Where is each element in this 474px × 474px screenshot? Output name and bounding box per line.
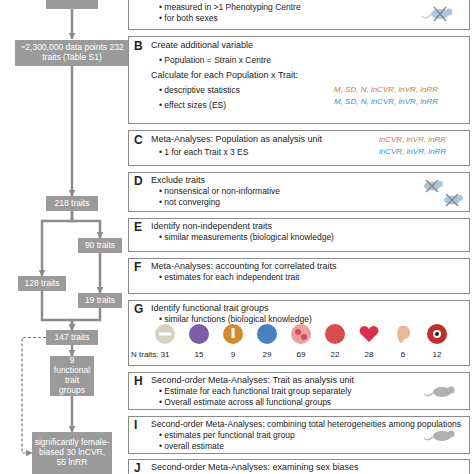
box-text: 90 traits: [85, 241, 115, 251]
step-bullet: • estimates per functional trait group: [159, 431, 295, 440]
axis-caption: N traits:: [131, 350, 159, 359]
box-text: 147 traits: [55, 333, 90, 343]
cut-off-box: [46, 0, 98, 9]
count-box: 9 functional trait groups: [50, 356, 94, 396]
flow-arrow: [72, 308, 100, 330]
box-text: ~2,300,000 data points 232 traits (Table…: [17, 43, 127, 63]
step-heading: Exclude traits: [151, 176, 205, 186]
step-box: E Identify non-independent traits• simila…: [128, 218, 470, 252]
step-letter: G: [134, 303, 143, 315]
step-bullet: • similar measurements (biological knowl…: [159, 233, 334, 242]
step-heading: Identify non-independent traits: [151, 222, 272, 232]
step-box: • measured in >1 Phenotyping Centre • for…: [128, 0, 470, 30]
effect-size-list: lnCVR, lnVR, lnRR: [379, 136, 446, 145]
step-letter: D: [134, 175, 143, 187]
count-box: 147 traits: [46, 330, 98, 345]
blood-icon: [257, 324, 277, 344]
step-letter: F: [134, 261, 141, 273]
step-bullet: • for both sexes: [159, 14, 218, 23]
step-heading: Meta-Analyses: Population as analysis un…: [151, 135, 322, 145]
cells-icon: [291, 324, 311, 344]
trait-count: 9: [231, 350, 235, 359]
trait-count: 22: [331, 350, 340, 359]
flow-arrow: [72, 211, 100, 238]
step-bullet: • not converging: [159, 198, 220, 207]
box-text: 9 functional trait groups: [52, 356, 92, 395]
step-bullet: • Population = Strain x Centre: [159, 56, 271, 65]
mouse-icon: [444, 194, 463, 206]
step-heading: Second-order Meta-Analyses: combining to…: [151, 420, 461, 429]
trait-count: 69: [297, 350, 306, 359]
step-letter: J: [134, 462, 141, 474]
trait-count: 28: [365, 350, 374, 359]
count-box: 218 traits: [46, 196, 98, 211]
step-box: F Meta-Analyses: accounting for correlate…: [128, 258, 470, 294]
trait-count: 29: [263, 350, 272, 359]
step-bullet: • effect sizes (ES): [159, 101, 226, 110]
step-letter: C: [134, 134, 143, 146]
flow-arrow: [71, 396, 74, 432]
step-bullet: • nonsensical or non-informative: [159, 187, 280, 196]
step-heading: Identify functional trait groups: [151, 304, 269, 314]
count-box: significantly female-biased 30 lnCVR, 55…: [32, 432, 112, 474]
box-text: significantly female-biased 30 lnCVR, 55…: [34, 438, 110, 467]
step-heading: Second-order Meta-Analyses: examining se…: [151, 463, 359, 473]
effect-size-list: M, SD, N, lnCVR, lnVR, lnRR: [334, 86, 438, 95]
microscope-icon: [223, 324, 243, 344]
step-heading: Second-order Meta-Analyses: Trait as ana…: [151, 376, 354, 386]
step-letter: H: [134, 375, 143, 387]
step-letter: E: [134, 221, 142, 233]
flow-arrow: [71, 345, 74, 356]
mouse-icon: [424, 387, 455, 398]
trait-count: 6: [401, 350, 405, 359]
organ-icon: [189, 324, 209, 344]
effect-size-list: M, SD, N, lnCVR, lnVR, lnRR: [334, 98, 438, 107]
step-letter: I: [134, 419, 137, 431]
flow-arrow: [99, 253, 102, 293]
step-box: J Second-order Meta-Analyses: examining s…: [128, 459, 470, 474]
flow-arrow: [71, 9, 74, 39]
ear-icon: [397, 326, 410, 343]
step-bullet: • Overall estimate across all functional…: [159, 398, 331, 407]
eye-icon: [427, 324, 447, 344]
step-box: I Second-order Meta-Analyses: combining t…: [128, 416, 470, 454]
step-bullet: • 1 for each Trait x 3 ES: [159, 148, 248, 157]
count-box: ~2,300,000 data points 232 traits (Table…: [15, 40, 129, 66]
trait-count: 15: [195, 350, 204, 359]
step-bullet: • overall estimate: [159, 442, 224, 451]
count-box: 90 traits: [78, 238, 122, 253]
step-bullet: • estimates for each independent trait: [159, 273, 299, 282]
mouse-icon: [424, 431, 455, 442]
step-bullet: • measured in >1 Phenotyping Centre: [159, 3, 301, 12]
step-letter: B: [134, 40, 143, 52]
step-box: D Exclude traits• nonsensical or non-info…: [128, 172, 470, 212]
box-text: 218 traits: [55, 199, 90, 209]
step-heading: Create additional variable: [151, 41, 253, 51]
cells-icon: [325, 324, 345, 344]
dashed-connector: [22, 338, 46, 454]
heart-icon: [360, 326, 379, 342]
bone-icon: [155, 324, 175, 344]
effect-size-list: lnCVR, lnVR, lnRR: [379, 148, 446, 157]
flow-arrow: [42, 211, 72, 276]
count-box: 128 traits: [18, 276, 66, 291]
mouse-icon: [422, 7, 453, 21]
flow-arrow: [71, 66, 74, 196]
step-box: C Meta-Analyses: Population as analysis u…: [128, 130, 470, 166]
step-bullet: • similar functions (biological knowledg…: [159, 315, 312, 324]
box-text: 19 traits: [85, 296, 115, 306]
step-bullet: • descriptive statistics: [159, 86, 240, 95]
box-text: 128 traits: [25, 279, 60, 289]
trait-count: 31: [161, 350, 170, 359]
step-box: B Create additional variable • Population …: [128, 36, 470, 124]
trait-count: 12: [433, 350, 442, 359]
step-box: H Second-order Meta-Analyses: Trait as an…: [128, 372, 470, 410]
count-box: 19 traits: [78, 293, 122, 308]
step-heading: Calculate for each Population x Trait:: [151, 71, 298, 81]
flow-arrow: [42, 291, 72, 330]
step-heading: Meta-Analyses: accounting for correlated…: [151, 262, 337, 272]
step-bullet: • Estimate for each functional trait gro…: [159, 387, 351, 396]
mouse-icon: [424, 180, 443, 192]
